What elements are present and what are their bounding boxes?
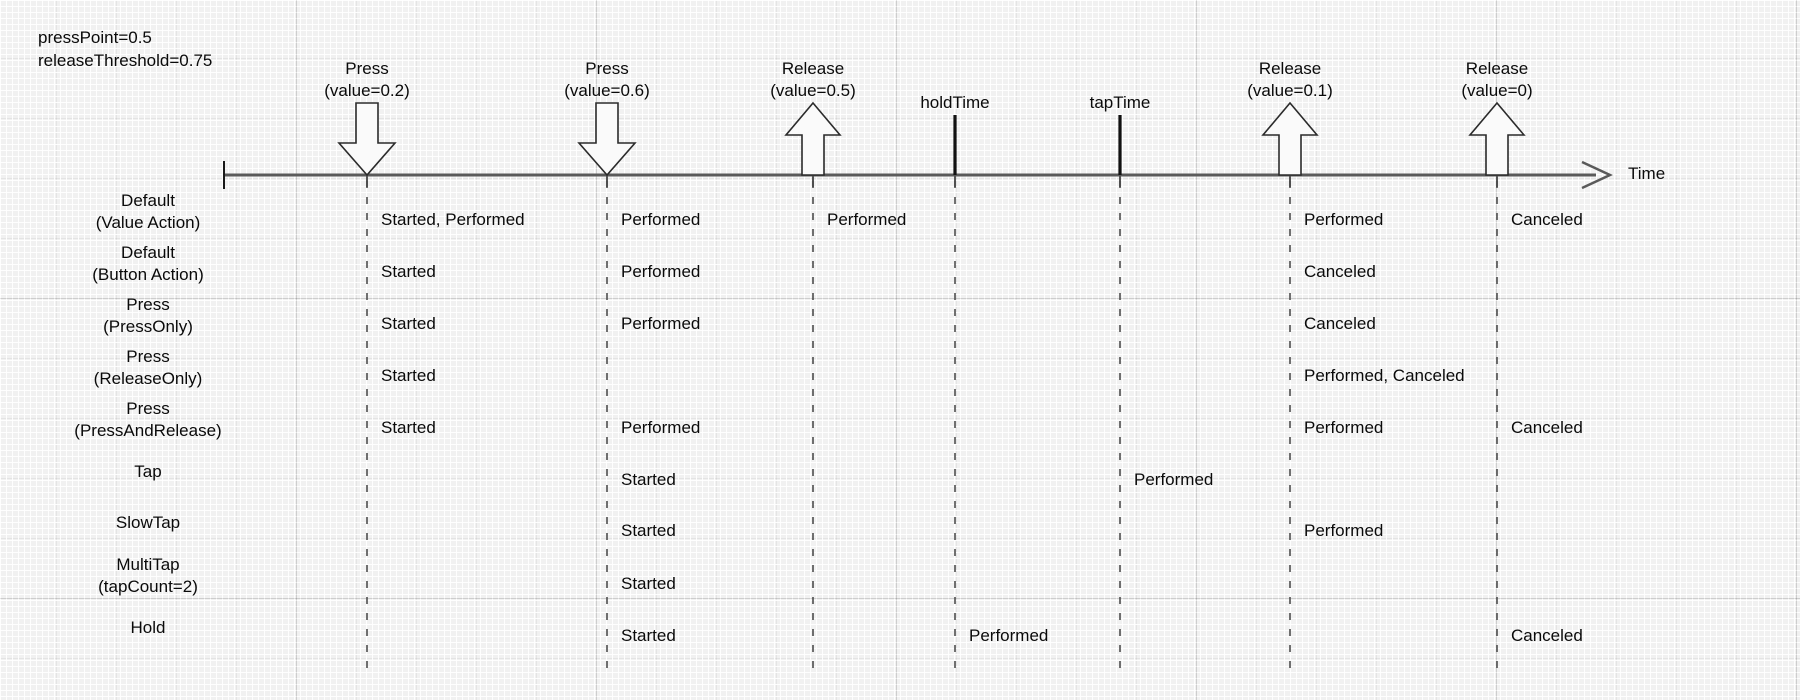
phase-cell-5-0: Started	[621, 470, 676, 489]
phase-cell-2-0: Started	[381, 314, 436, 333]
row-label-4: Press (PressAndRelease)	[74, 398, 221, 442]
press-arrow-press-06	[577, 102, 637, 177]
release-arrow-release-05	[784, 101, 842, 176]
phase-cell-4-3: Canceled	[1511, 418, 1583, 437]
phase-cell-4-2: Performed	[1304, 418, 1384, 437]
event-label-line: Press	[345, 59, 389, 78]
phase-cell-4-1: Performed	[621, 418, 701, 437]
row-label-line: Press	[126, 399, 170, 418]
phase-cell-0-2: Performed	[827, 210, 907, 229]
event-label-line: Release	[781, 59, 845, 78]
release-arrow-release-0	[1468, 101, 1526, 176]
event-label-line: (value=0.2)	[324, 81, 410, 100]
phase-cell-8-1: Performed	[969, 626, 1049, 645]
row-label-3: Press (ReleaseOnly)	[94, 346, 203, 390]
phase-cell-8-2: Canceled	[1511, 626, 1583, 645]
row-label-0: Default (Value Action)	[96, 190, 201, 234]
row-label-line: (Button Action)	[92, 265, 204, 284]
event-label-line: (value=0.5)	[770, 81, 856, 100]
event-label-release-05: Release (value=0.5)	[770, 58, 856, 102]
event-label-line: holdTime	[920, 93, 990, 112]
phase-cell-3-1: Performed, Canceled	[1304, 366, 1465, 385]
event-label-line: Release	[1258, 59, 1322, 78]
phase-cell-3-0: Started	[381, 366, 436, 385]
press-arrow-press-02	[337, 102, 397, 177]
row-label-line: (PressAndRelease)	[74, 421, 222, 440]
phase-cell-1-1: Performed	[621, 262, 701, 281]
row-label-line: Press	[126, 295, 170, 314]
phase-cell-1-2: Canceled	[1304, 262, 1376, 281]
phase-cell-0-1: Performed	[621, 210, 701, 229]
row-label-line: Press	[126, 347, 170, 366]
phase-cell-2-1: Performed	[621, 314, 701, 333]
phase-cell-7-0: Started	[621, 574, 676, 593]
event-label-press-02: Press (value=0.2)	[324, 58, 410, 102]
parameter-press-point: pressPoint=0.5	[38, 28, 152, 47]
row-label-line: Tap	[134, 462, 162, 481]
phase-cell-8-0: Started	[621, 626, 676, 645]
release-arrow-release-01	[1261, 101, 1319, 176]
row-label-2: Press (PressOnly)	[103, 294, 193, 338]
parameter-release-threshold: releaseThreshold=0.75	[38, 51, 213, 70]
event-label-line: Release	[1465, 59, 1529, 78]
row-label-line: Hold	[130, 618, 166, 637]
row-label-line: MultiTap	[116, 555, 180, 574]
row-label-line: (PressOnly)	[103, 317, 193, 336]
time-axis-arrowhead	[1581, 160, 1613, 190]
event-label-line: (value=0.1)	[1247, 81, 1333, 100]
row-label-line: (ReleaseOnly)	[93, 369, 203, 388]
phase-cell-0-4: Canceled	[1511, 210, 1583, 229]
event-label-holdtime: holdTime	[920, 92, 989, 114]
event-label-line: Press	[585, 59, 629, 78]
row-label-line: Default	[121, 191, 175, 210]
row-label-line: SlowTap	[115, 513, 181, 532]
row-label-line: (tapCount=2)	[98, 577, 198, 596]
row-label-5: Tap	[134, 461, 161, 483]
row-label-line: Default	[121, 243, 175, 262]
event-label-line: (value=0.6)	[564, 81, 650, 100]
phase-cell-0-0: Started, Performed	[381, 210, 525, 229]
event-label-release-0: Release (value=0)	[1461, 58, 1532, 102]
axis-label-time: Time	[1628, 164, 1666, 183]
parameters-note: pressPoint=0.5 releaseThreshold=0.75	[38, 26, 212, 72]
phase-cell-2-2: Canceled	[1304, 314, 1376, 333]
event-label-line: tapTime	[1089, 93, 1151, 112]
event-label-press-06: Press (value=0.6)	[564, 58, 650, 102]
phase-cell-0-3: Performed	[1304, 210, 1384, 229]
row-label-line: (Value Action)	[95, 213, 201, 232]
phase-cell-4-0: Started	[381, 418, 436, 437]
phase-cell-6-1: Performed	[1304, 521, 1384, 540]
phase-cell-1-0: Started	[381, 262, 436, 281]
row-label-7: MultiTap (tapCount=2)	[98, 554, 198, 598]
row-label-8: Hold	[131, 617, 166, 639]
row-label-1: Default (Button Action)	[92, 242, 204, 286]
event-label-taptime: tapTime	[1090, 92, 1151, 114]
event-label-line: (value=0)	[1461, 81, 1533, 100]
phase-cell-6-0: Started	[621, 521, 676, 540]
event-label-release-01: Release (value=0.1)	[1247, 58, 1333, 102]
phase-cell-5-1: Performed	[1134, 470, 1214, 489]
row-label-6: SlowTap	[116, 512, 180, 534]
